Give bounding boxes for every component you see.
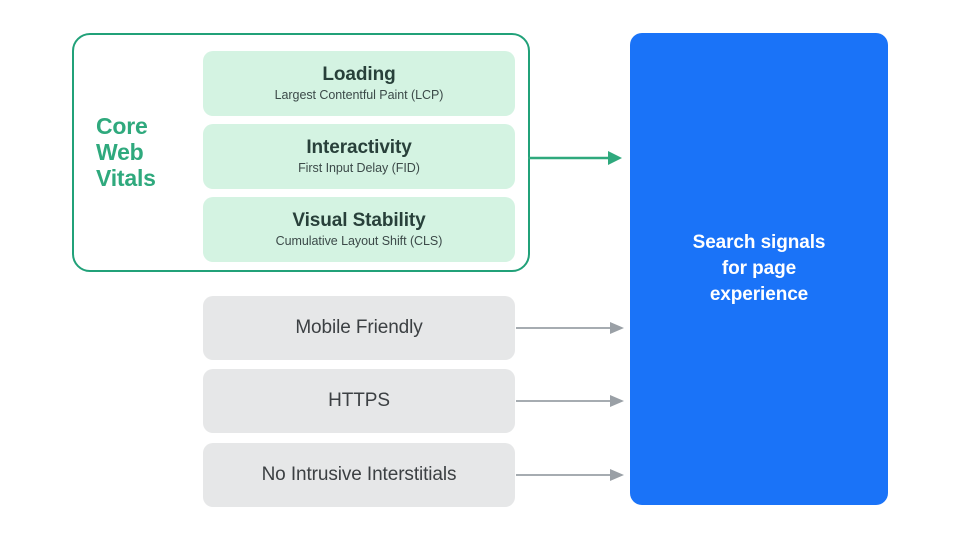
signal-label-mobile-friendly: Mobile Friendly [295,317,423,338]
arrow-core-web-vitals-to-output [528,151,622,165]
metric-subtitle-loading: Largest Contentful Paint (LCP) [274,87,444,102]
signal-card-https[interactable]: HTTPS [203,369,515,433]
arrow-https-to-output [516,395,624,407]
metric-card-interactivity[interactable]: Interactivity First Input Delay (FID) [203,124,515,189]
output-panel-label: Search signals for page experience [692,232,826,305]
arrow-no-intrusive-interstitials-to-output [516,469,624,481]
output-panel-search-signals[interactable]: Search signals for page experience [630,33,888,505]
signal-label-no-intrusive-interstitials: No Intrusive Interstitials [261,464,457,485]
metric-subtitle-visual-stability: Cumulative Layout Shift (CLS) [275,233,443,248]
metric-subtitle-interactivity: First Input Delay (FID) [298,160,420,175]
metric-title-loading: Loading [322,63,396,85]
signal-card-mobile-friendly[interactable]: Mobile Friendly [203,296,515,360]
metric-title-visual-stability: Visual Stability [292,209,426,231]
signal-card-no-intrusive-interstitials[interactable]: No Intrusive Interstitials [203,443,515,507]
metric-title-interactivity: Interactivity [306,136,412,158]
core-web-vitals-group-label: Core Web Vitals [96,113,156,191]
metric-card-loading[interactable]: Loading Largest Contentful Paint (LCP) [203,51,515,116]
signal-label-https: HTTPS [328,390,390,411]
arrow-mobile-friendly-to-output [516,322,624,334]
metric-card-visual-stability[interactable]: Visual Stability Cumulative Layout Shift… [203,197,515,262]
